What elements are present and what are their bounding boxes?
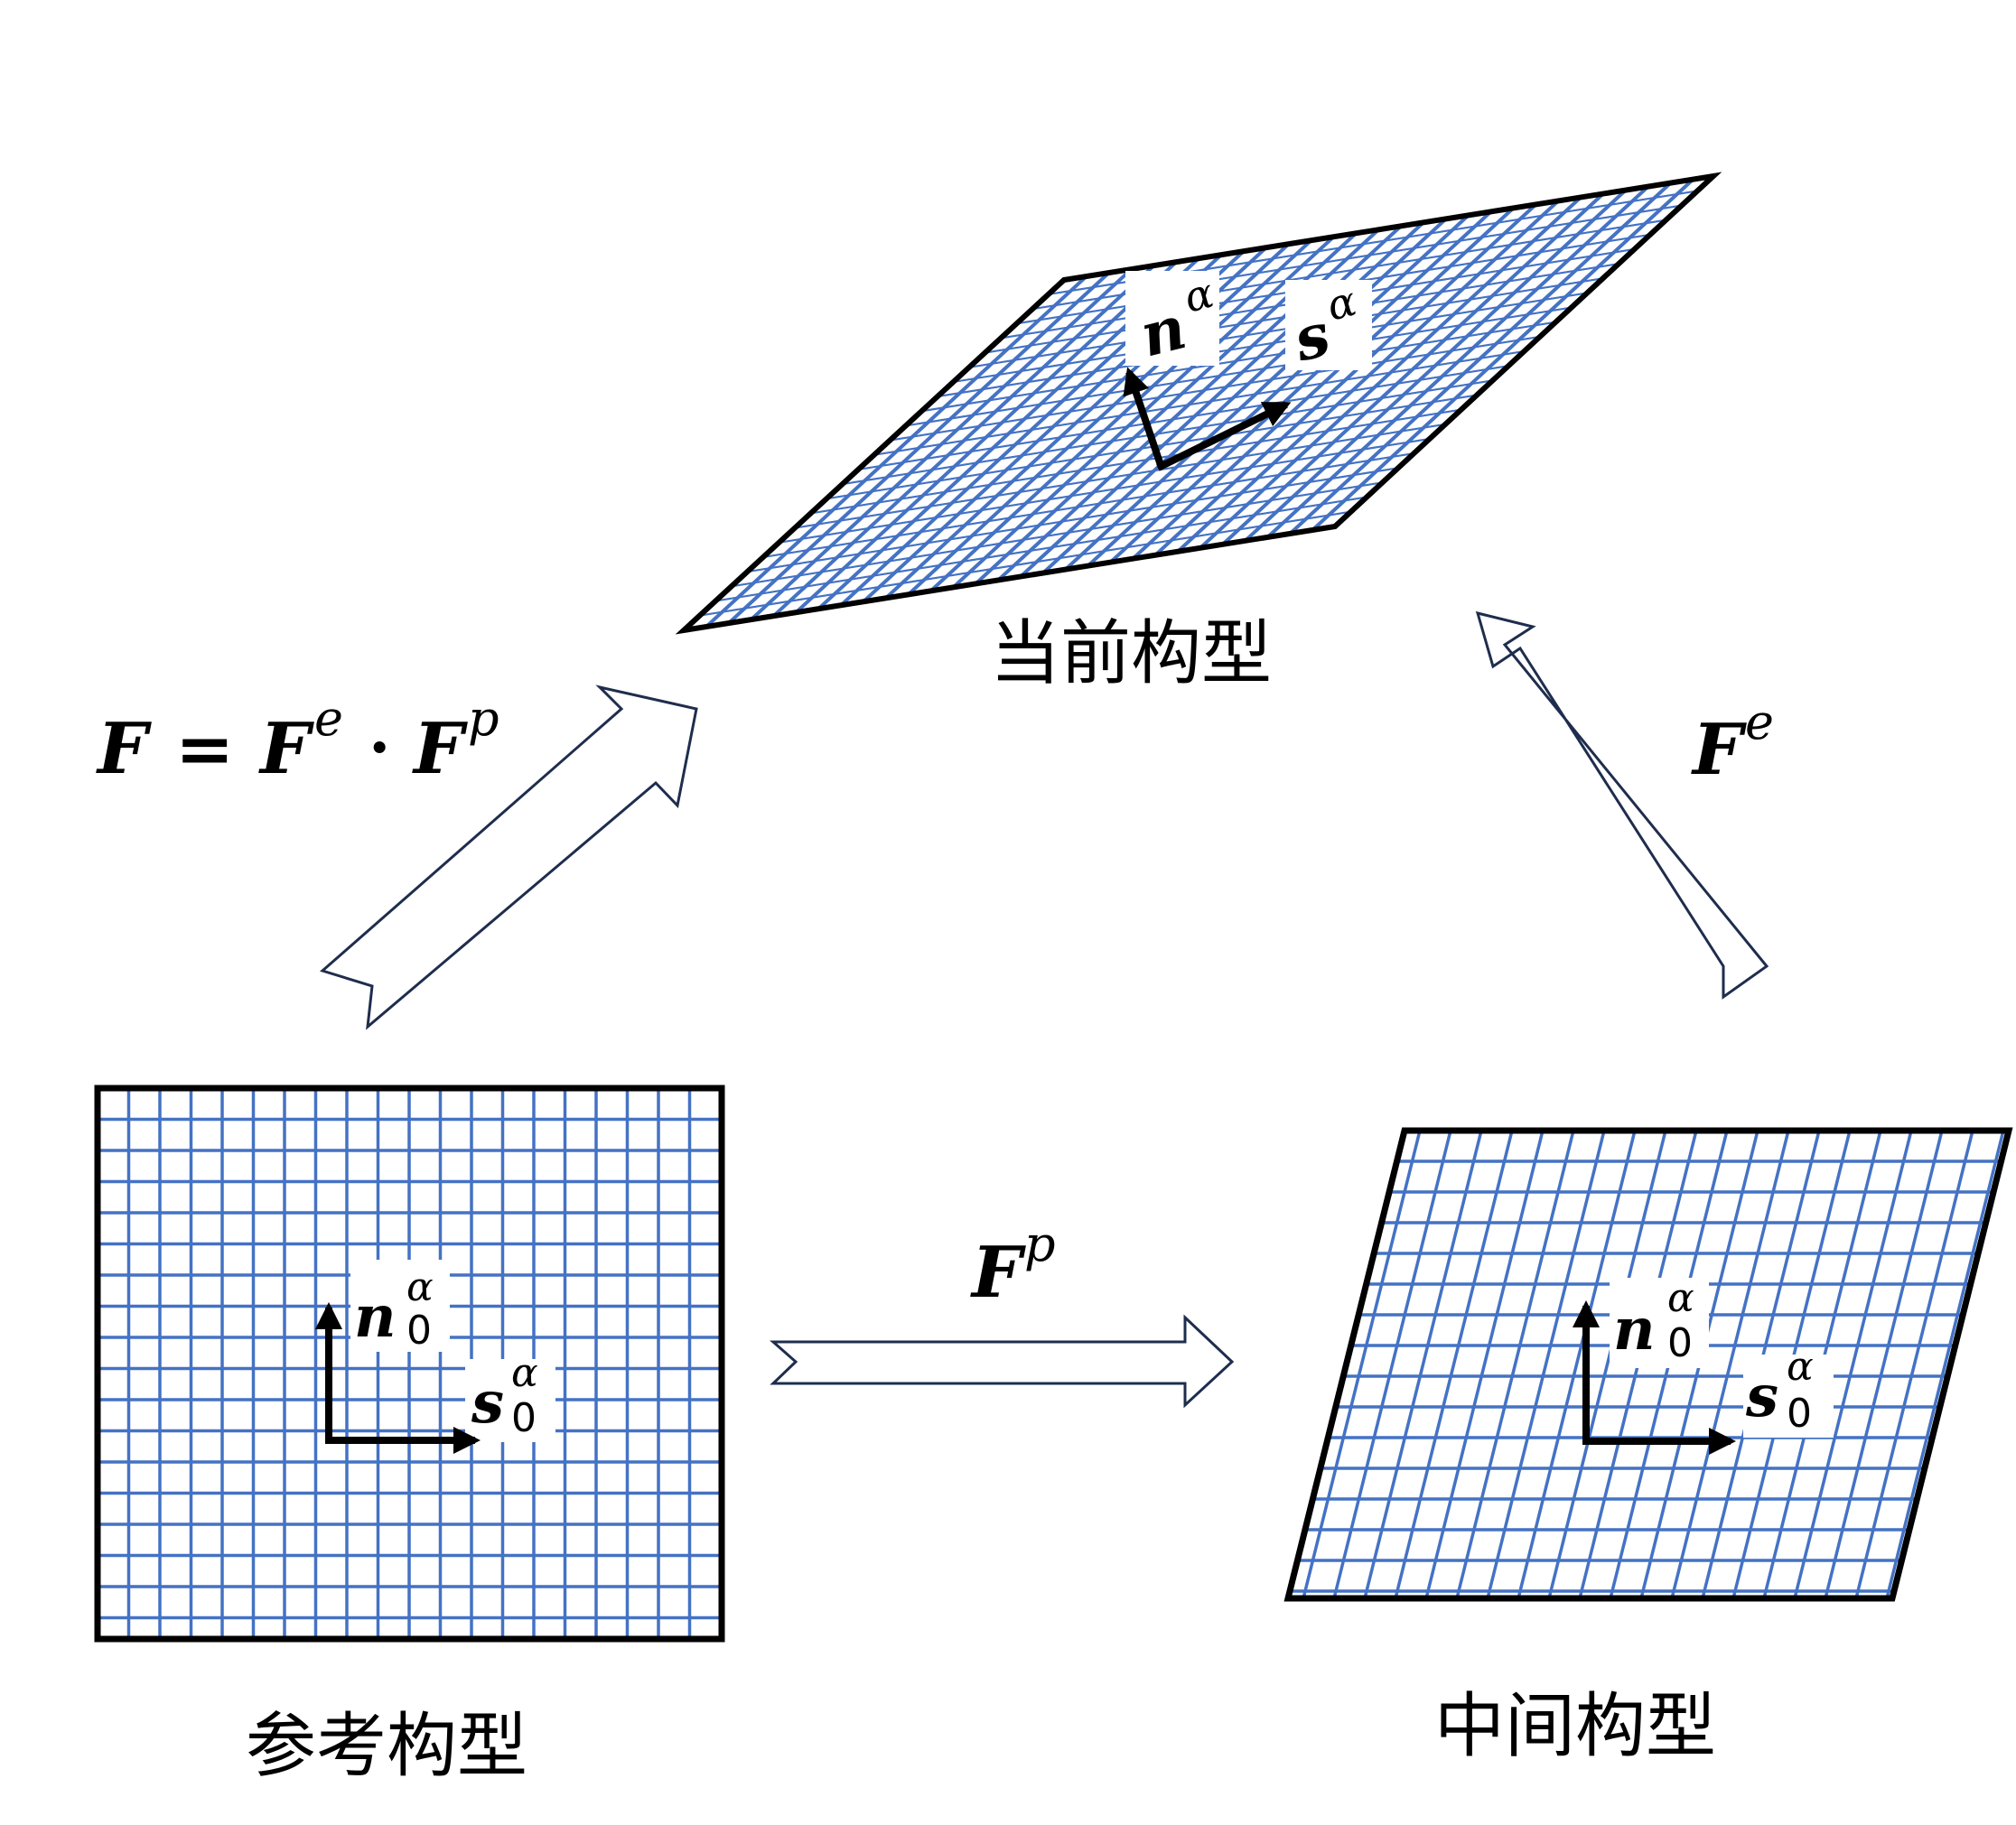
current-outline — [675, 172, 1722, 635]
grid-line — [684, 476, 1414, 630]
grid-line — [684, 461, 1430, 630]
s0-symbol: s — [471, 1369, 504, 1437]
n0-int-label-bg — [1610, 1278, 1709, 1368]
s-label-bg — [1285, 280, 1372, 370]
current-configuration-label: 当前构型 — [990, 613, 1272, 694]
grid-line — [1302, 1131, 1422, 1598]
n0-symbol: n — [354, 1283, 397, 1351]
s0-int-alpha: α — [1787, 1344, 1814, 1390]
grid-line — [684, 388, 1509, 563]
grid-line — [684, 374, 1525, 548]
grid-line — [1455, 1131, 1575, 1598]
equation-equals: = — [175, 708, 234, 790]
current-slip-vectors: n α s α — [1123, 268, 1372, 471]
grid-line — [1670, 1131, 1790, 1598]
grid-line — [684, 404, 1493, 577]
s0-int-label-bg — [1743, 1355, 1834, 1438]
grid-line — [1793, 1131, 1913, 1598]
grid-line — [684, 491, 1398, 630]
grid-line — [684, 506, 1382, 630]
grid-line — [1547, 1131, 1667, 1598]
fp-base: F — [970, 1232, 1026, 1314]
grid-line — [1394, 1131, 1514, 1598]
n0-int-symbol: n — [1613, 1296, 1656, 1364]
s0-int-symbol: s — [1745, 1363, 1778, 1430]
equation-fp-base: F — [412, 708, 468, 790]
grid-line — [684, 447, 1445, 621]
grid-line — [1854, 1131, 1974, 1598]
s0-alpha: α — [511, 1350, 538, 1396]
grid-line — [684, 433, 1461, 606]
s0-zero: 0 — [511, 1395, 537, 1441]
s-arrow — [1156, 401, 1292, 471]
n0-int-zero: 0 — [1667, 1320, 1693, 1366]
n-label-bg — [1125, 271, 1219, 366]
deformation-gradient-equation: F = F e · F p — [96, 690, 499, 790]
elastic-map-label: F e — [1691, 694, 1774, 791]
grid-line — [684, 331, 1573, 504]
grid-line — [1824, 1131, 1944, 1598]
grid-line — [1517, 1131, 1637, 1598]
arrow-reference-to-intermediate — [770, 1314, 1235, 1409]
grid-line — [684, 359, 1541, 534]
reference-configuration — [94, 1085, 725, 1643]
equation-dot: · — [369, 710, 390, 785]
grid-line — [684, 345, 1556, 518]
grid-line — [1486, 1131, 1606, 1598]
grid-line — [684, 418, 1477, 591]
n0-int-alpha: α — [1667, 1275, 1694, 1321]
reference-outline — [94, 1085, 725, 1643]
arrow-intermediate-to-current — [1475, 610, 1769, 1000]
n0-label-bg — [350, 1260, 450, 1352]
equation-fp-sup: p — [468, 690, 499, 747]
arrow-reference-to-current — [319, 684, 698, 1030]
reference-slip-vectors: n α 0 s α 0 — [315, 1260, 555, 1454]
fe-base: F — [1691, 709, 1747, 791]
fp-sup: p — [1024, 1215, 1056, 1272]
grid-line — [1424, 1131, 1545, 1598]
n0-zero: 0 — [406, 1308, 432, 1354]
n-arrow — [1123, 367, 1165, 470]
intermediate-outline — [1283, 1127, 2013, 1602]
intermediate-slip-vectors: n α 0 s α 0 — [1573, 1275, 1834, 1455]
grid-line — [1885, 1131, 2005, 1598]
grid-line — [1332, 1131, 1452, 1598]
n0-alpha: α — [406, 1264, 434, 1310]
s0-int-zero: 0 — [1787, 1391, 1812, 1437]
plastic-map-label: F p — [970, 1215, 1056, 1314]
grid-line — [1363, 1131, 1483, 1598]
reference-configuration-label: 参考构型 — [246, 1706, 527, 1787]
equation-lhs: F — [96, 708, 152, 790]
equation-fe-sup: e — [314, 690, 343, 747]
equation-fe-base: F — [258, 708, 314, 790]
fe-sup: e — [1745, 694, 1774, 750]
intermediate-configuration-label: 中间构型 — [1434, 1686, 1716, 1767]
